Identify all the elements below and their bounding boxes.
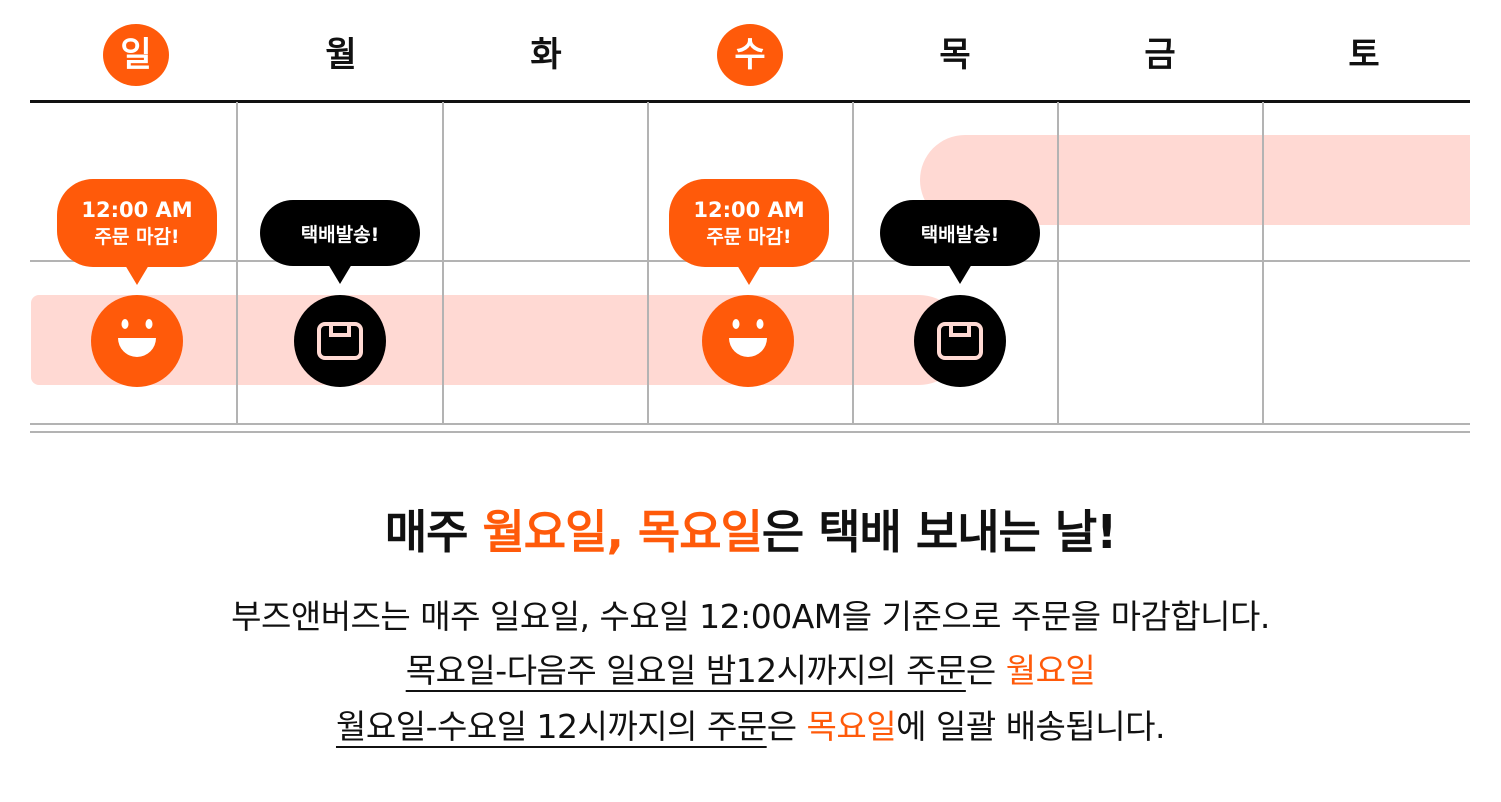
ship-bubble-monday: 택배발송! <box>260 200 420 284</box>
day-saturday: 토 <box>1348 35 1380 75</box>
description-line1: 부즈앤버즈는 매주 일요일, 수요일 12:00AM을 기준으로 주문을 마감합… <box>231 597 1270 636</box>
grid-col-divider <box>1057 102 1059 424</box>
grid-top-line <box>30 100 1470 103</box>
grid-bottom-line <box>30 423 1470 425</box>
description-line3-underlined: 월요일-수요일 12시까지의 주문 <box>335 707 767 746</box>
grid-col-divider <box>852 102 854 424</box>
day-sunday: 일 <box>103 24 169 86</box>
day-wednesday: 수 <box>717 24 783 86</box>
grid-bottom-line-2 <box>30 431 1470 433</box>
deadline-text: 주문 마감! <box>94 226 180 248</box>
grid-col-divider <box>1262 102 1264 424</box>
day-friday: 금 <box>1144 35 1176 75</box>
ship-text: 택배발송! <box>300 223 380 246</box>
deadline-time: 12:00 AM <box>693 198 805 222</box>
description-line2-underlined: 목요일-다음주 일요일 밤12시까지의 주문 <box>405 651 967 690</box>
deadline-text: 주문 마감! <box>706 226 792 248</box>
description-line3-accent: 목요일 <box>806 707 897 746</box>
description-line2-accent: 월요일 <box>1005 651 1096 690</box>
deadline-bubble-sunday: 12:00 AM 주문 마감! <box>57 179 217 285</box>
day-thursday: 목 <box>939 35 971 75</box>
day-tuesday: 화 <box>530 35 562 75</box>
headline-accent: 월요일, 목요일 <box>482 505 762 559</box>
headline: 매주 월요일, 목요일은 택배 보내는 날! <box>0 496 1501 562</box>
bubble-tail <box>328 264 352 284</box>
deadline-bubble-wednesday: 12:00 AM 주문 마감! <box>669 179 829 285</box>
day-monday: 월 <box>325 35 357 75</box>
smiley-face-icon <box>702 295 794 387</box>
description-line2-mid: 은 <box>965 651 1006 690</box>
package-box-icon <box>914 295 1006 387</box>
package-box-icon <box>294 295 386 387</box>
grid-col-divider <box>442 102 444 424</box>
description-line3-mid: 은 <box>766 707 807 746</box>
bubble-tail <box>737 265 761 285</box>
description-line3: 월요일-수요일 12시까지의 주문은 목요일에 일괄 배송됩니다. <box>0 700 1501 748</box>
bubble-tail <box>948 264 972 284</box>
smiley-face-icon <box>91 295 183 387</box>
deadline-time: 12:00 AM <box>81 198 193 222</box>
headline-part2: 은 택배 보내는 날! <box>761 505 1117 559</box>
description-line2: 목요일-다음주 일요일 밤12시까지의 주문은 월요일 <box>0 644 1501 692</box>
ship-bubble-thursday: 택배발송! <box>880 200 1040 284</box>
description-line3-end: 에 일괄 배송됩니다. <box>896 707 1165 746</box>
ship-text: 택배발송! <box>920 223 1000 246</box>
bubble-tail <box>125 265 149 285</box>
grid-col-divider <box>647 102 649 424</box>
grid-col-divider <box>236 102 238 424</box>
headline-part1: 매주 <box>384 505 483 559</box>
